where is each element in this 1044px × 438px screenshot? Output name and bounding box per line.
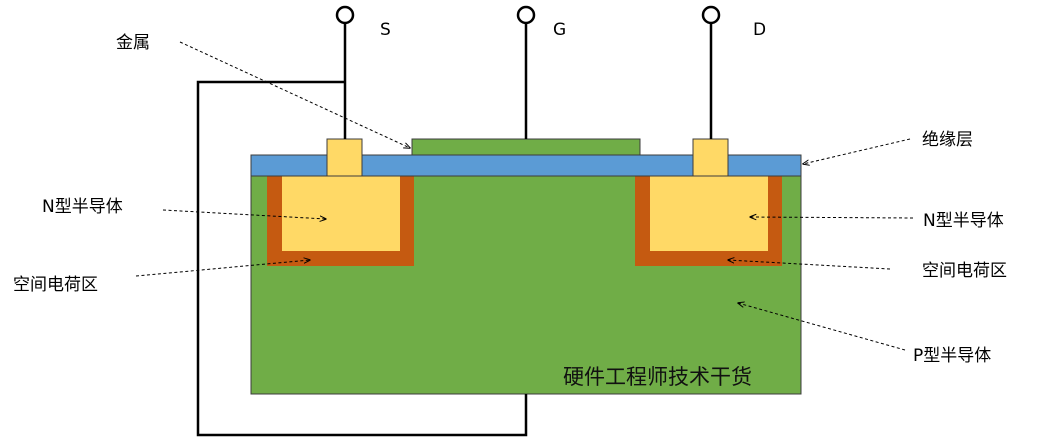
metal-leader xyxy=(179,41,410,148)
n-semiconductor-right-label: N型半导体 xyxy=(923,211,1004,231)
space-charge-right-label: 空间电荷区 xyxy=(922,261,1007,281)
gate-label: G xyxy=(553,20,566,40)
drain-contact xyxy=(692,138,729,177)
p-semiconductor-label: P型半导体 xyxy=(913,346,991,366)
n-region-right xyxy=(650,176,768,251)
gate-terminal xyxy=(516,5,536,25)
space-charge-left-leader xyxy=(135,260,310,277)
body-source-wire xyxy=(196,80,528,437)
metal-label: 金属 xyxy=(116,33,150,53)
space-charge-left-label: 空间电荷区 xyxy=(13,275,98,295)
source-contact xyxy=(326,138,363,177)
source-label: S xyxy=(380,20,391,40)
insulation-layer-label: 绝缘层 xyxy=(922,130,973,150)
drain-terminal xyxy=(701,5,721,25)
n-region-left xyxy=(282,176,400,251)
insulation-leader xyxy=(803,138,911,164)
drain-label: D xyxy=(753,20,766,40)
p-semiconductor-leader xyxy=(738,303,906,351)
source-terminal xyxy=(335,5,355,25)
gate-metal xyxy=(411,138,641,156)
n-semiconductor-left-label: N型半导体 xyxy=(42,197,123,217)
watermark-text: 硬件工程师技术干货 xyxy=(563,365,752,389)
